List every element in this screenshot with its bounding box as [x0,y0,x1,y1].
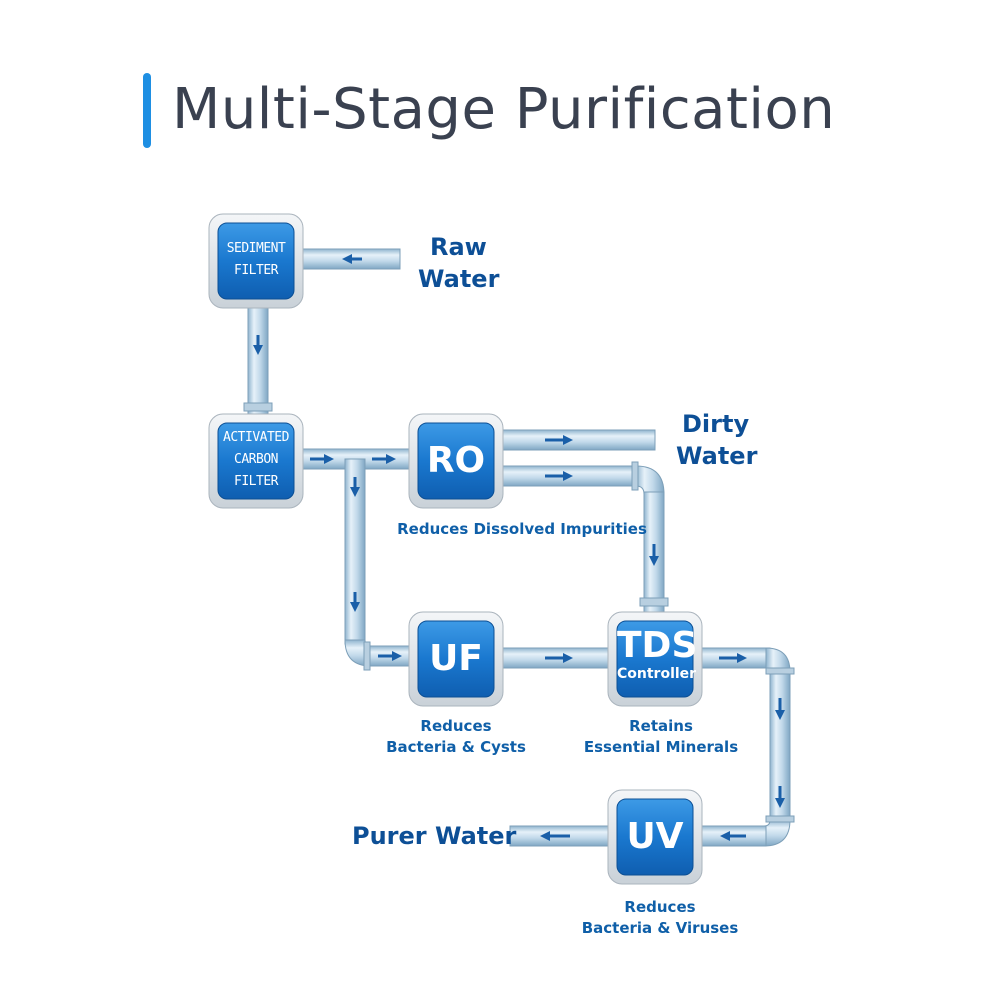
sediment-filter-label: SEDIMENT FILTER [226,241,286,278]
pipe-elbow-uv [763,819,791,847]
arrow-right-icon [545,471,573,481]
title-accent-bar [143,73,151,148]
ro-filter-box [408,413,504,509]
purer-water-label: Purer Water [352,822,517,850]
raw-water-label: Raw Water [418,233,500,293]
pipe-coupling [631,461,639,491]
arrow-down-icon [350,592,360,612]
arrow-right-icon [545,653,573,663]
uv-caption: Reduces Bacteria & Viruses [581,898,739,937]
ro-caption: Reduces Dissolved Impurities [397,520,647,538]
flow-arrows [253,254,785,841]
tds-controller-label: TDS Controller [617,625,698,683]
ro-filter-label: RO [426,440,486,481]
tds-controller-box [607,611,703,707]
pipe-coupling [243,402,273,412]
dirty-water-label: Dirty Water [676,410,758,470]
page-title: Multi-Stage Purification [172,77,836,142]
pipe-coupling [639,597,669,607]
pipe-dirty-outlet [499,429,656,451]
arrow-right-icon [378,651,402,661]
arrow-down-icon [775,786,785,808]
sediment-filter-box [208,213,304,309]
carbon-filter-box [208,413,304,509]
filter-boxes [208,213,703,885]
uv-filter-box [607,789,703,885]
carbon-filter-label: ACTIVATED CARBON FILTER [223,430,289,489]
pipe-sediment-carbon [247,302,269,419]
pipe-coupling [765,815,795,823]
arrow-left-icon [540,831,570,841]
arrow-left-icon [720,831,746,841]
arrow-down-icon [649,544,659,566]
uf-filter-label: UF [429,638,483,679]
uf-caption: Reduces Bacteria & Cysts [386,717,526,756]
pipe-coupling [363,641,371,671]
pipe-elbow-ro-tds [635,465,665,495]
arrow-left-icon [342,254,362,264]
uf-filter-box [408,611,504,707]
arrow-right-icon [545,435,573,445]
arrow-down-icon [253,335,263,355]
arrow-right-icon [719,653,747,663]
arrow-right-icon [310,454,334,464]
arrow-down-icon [350,477,360,497]
uv-filter-label: UV [626,816,684,857]
pipe-coupling [765,667,795,675]
arrow-right-icon [372,454,396,464]
arrow-down-icon [775,698,785,720]
tds-caption: Retains Essential Minerals [583,717,739,756]
